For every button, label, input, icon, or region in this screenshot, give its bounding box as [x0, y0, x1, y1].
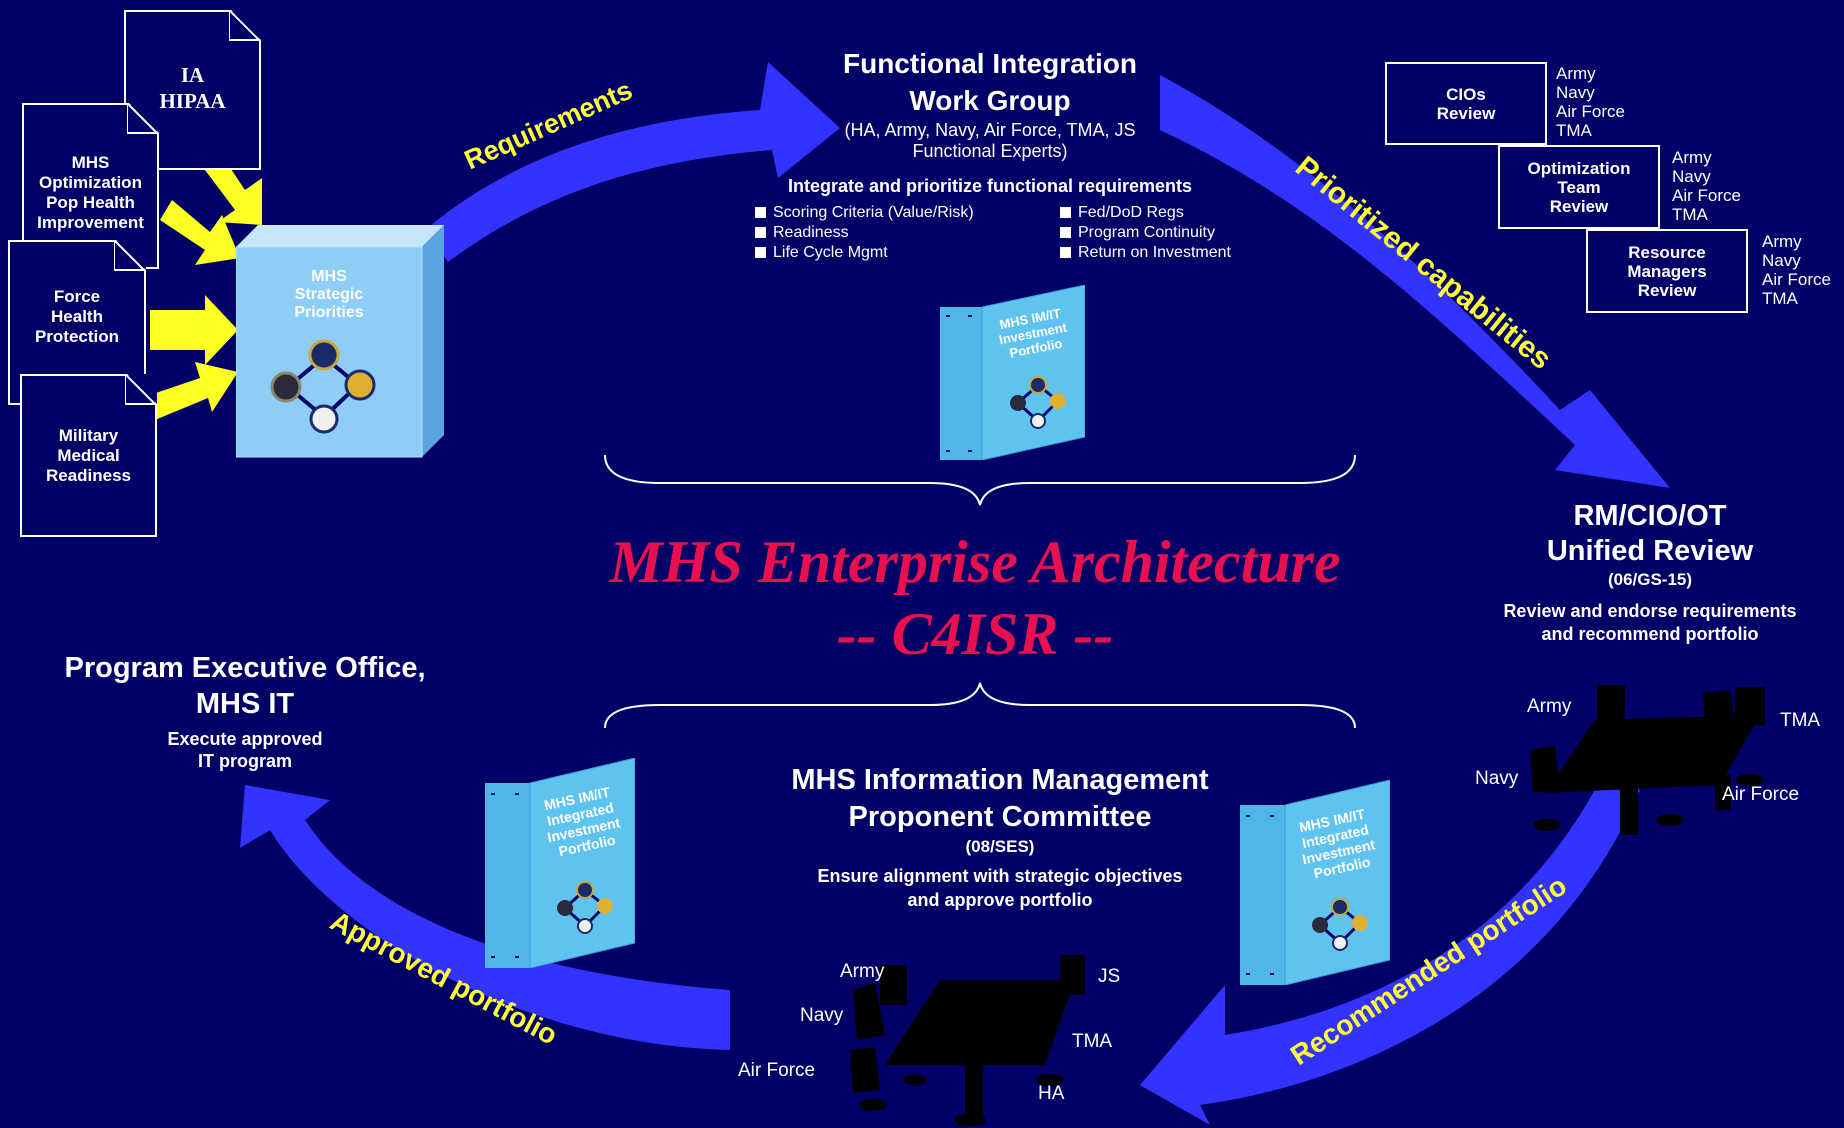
peo-task-line1: Execute approved — [167, 729, 323, 749]
bullet-square-icon — [755, 247, 766, 258]
prioritized-capabilities-arrow — [1160, 75, 1670, 488]
service-seals-icon — [270, 339, 376, 434]
strategic-priorities-label: MHS Strategic Priorities — [294, 268, 364, 321]
recommended-portfolio-arrow — [1140, 760, 1640, 1125]
requirements-arrow — [425, 62, 840, 262]
table-label: Army — [840, 961, 885, 982]
figwg-task: Integrate and prioritize functional requ… — [787, 176, 1193, 196]
unified-review-title-line1: RM/CIO/OT — [1573, 500, 1727, 532]
figwg-title-line2: Work Group — [909, 85, 1071, 116]
investment-portfolio-binder: MHS IM/IT Investment Portfolio — [940, 284, 1086, 465]
unified-review-task-line2: and recommend portfolio — [1541, 624, 1759, 644]
unified-review-title-line2: Unified Review — [1546, 535, 1754, 567]
bottom-brace — [604, 682, 1356, 729]
criteria-item: Return on Investment — [1060, 243, 1231, 263]
doc-label: IA HIPAA — [159, 63, 226, 113]
top-brace — [604, 454, 1356, 506]
criteria-item: Program Continuity — [1060, 223, 1215, 243]
doc-label: MHS Optimization Pop Health Improvement — [37, 153, 144, 232]
review-box-optimization-team: Optimization Team Review — [1498, 145, 1660, 229]
committee-grade: (08/SES) — [965, 837, 1035, 856]
criteria-item: Scoring Criteria (Value/Risk) — [755, 203, 974, 223]
conference-table-icon — [850, 955, 1085, 1126]
bullet-square-icon — [1060, 227, 1071, 238]
binder-icon — [940, 284, 1086, 461]
input-arrow-1 — [205, 160, 262, 225]
doc-label: Force Health Protection — [34, 287, 120, 346]
binder-icon — [485, 757, 636, 969]
center-title-line1: MHS Enterprise Architecture — [609, 529, 1341, 595]
peo-title-line1: Program Executive Office, — [64, 652, 426, 684]
criteria-item: Readiness — [755, 223, 849, 243]
integrated-portfolio-binder-right: MHS IM/IT Integrated Investment Portfoli… — [1240, 779, 1391, 990]
doc-label: Military Medical Readiness — [45, 426, 132, 485]
center-title-line2: -- C4ISR -- — [836, 601, 1114, 667]
page-fold-icon — [127, 103, 159, 134]
table-label: Navy — [800, 1005, 844, 1026]
criteria-item: Fed/DoD Regs — [1060, 203, 1184, 223]
unified-review-grade: (06/GS-15) — [1607, 570, 1693, 589]
peo-title-line2: MHS IT — [195, 688, 295, 720]
bullet-square-icon — [755, 227, 766, 238]
page-fold-icon — [229, 10, 261, 41]
review-box-resource-managers: Resource Managers Review — [1586, 229, 1748, 313]
page-fold-icon — [125, 374, 157, 405]
integrated-portfolio-binder-left: MHS IM/IT Integrated Investment Portfoli… — [485, 757, 636, 973]
binder-icon — [1240, 779, 1391, 986]
conference-table-icon — [1530, 685, 1765, 835]
peo-task-line2: IT program — [197, 751, 292, 771]
unified-review-task-line1: Review and endorse requirements — [1503, 601, 1797, 621]
input-arrow-4 — [150, 362, 238, 420]
approved-portfolio-arrow — [240, 785, 730, 1050]
criteria-item: Life Cycle Mgmt — [755, 243, 888, 263]
bullet-square-icon — [1060, 247, 1071, 258]
table-label: JS — [1098, 966, 1121, 987]
page-fold-icon — [114, 240, 146, 271]
table-label: TMA — [1780, 710, 1821, 731]
figwg-members-line2: Functional Experts) — [912, 141, 1068, 161]
table-label: Air Force — [738, 1060, 816, 1081]
doc-military-medical-readiness: Military Medical Readiness — [20, 374, 157, 537]
table-label: TMA — [1072, 1031, 1113, 1052]
review-box-cios: CIOs Review — [1385, 62, 1547, 145]
figwg-members-line1: (HA, Army, Navy, Air Force, TMA, JS — [844, 120, 1136, 140]
table-label: Navy — [1475, 768, 1519, 789]
committee-task-line2: and approve portfolio — [907, 890, 1093, 910]
committee-task-line1: Ensure alignment with strategic objectiv… — [817, 866, 1183, 886]
committee-title-line1: MHS Information Management — [791, 764, 1209, 796]
table-label: Army — [1527, 696, 1572, 717]
strategic-priorities-cube — [236, 225, 444, 458]
table-label: Air Force — [1722, 784, 1800, 805]
input-arrow-3 — [150, 295, 238, 365]
input-arrow-2 — [160, 200, 240, 265]
bullet-square-icon — [1060, 207, 1071, 218]
figwg-title-line1: Functional Integration — [843, 48, 1137, 79]
table-label: HA — [1038, 1083, 1065, 1104]
committee-title-line2: Proponent Committee — [848, 801, 1152, 833]
bullet-square-icon — [755, 207, 766, 218]
